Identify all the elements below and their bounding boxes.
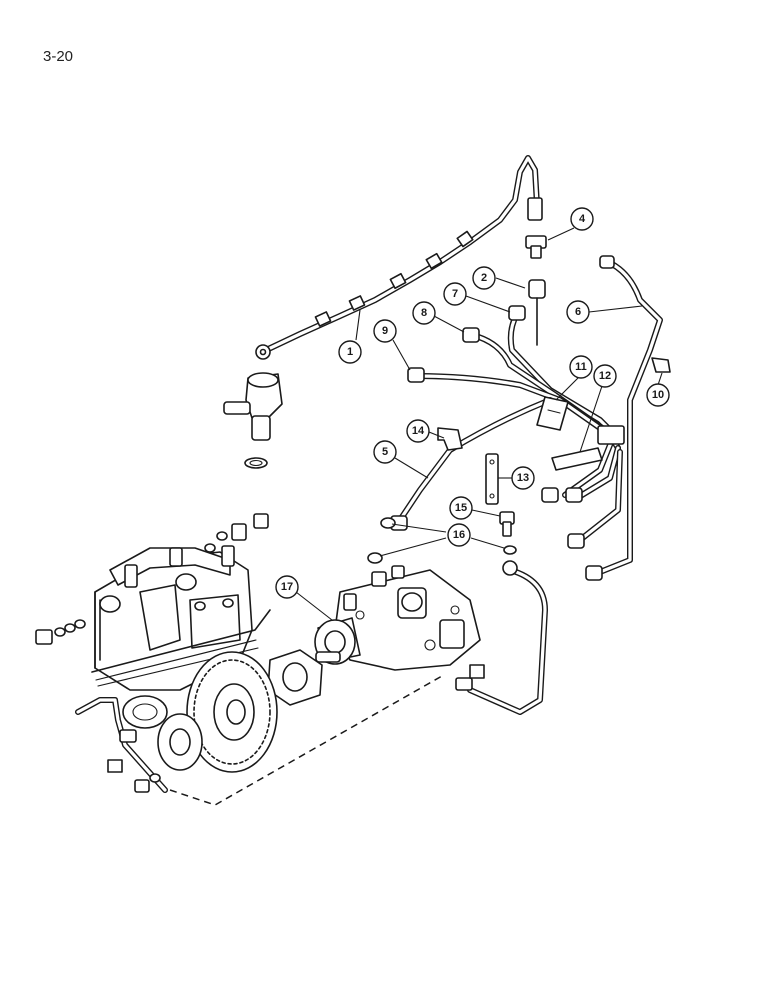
pump-gasket <box>267 649 323 706</box>
svg-text:1: 1 <box>347 346 353 358</box>
svg-text:6: 6 <box>575 306 581 318</box>
lower-feed-pipe <box>75 697 168 793</box>
callout-11: 11 <box>555 355 593 401</box>
callout-17: 17 <box>275 575 333 621</box>
bracket-plate <box>551 447 603 471</box>
callout-9: 9 <box>373 319 411 371</box>
callout-12: 12 <box>579 364 617 453</box>
callout-13: 13 <box>498 466 535 490</box>
svg-text:8: 8 <box>421 307 427 319</box>
callout-16: 16 <box>379 523 505 557</box>
svg-text:7: 7 <box>452 288 458 300</box>
banjo-bolt-lower <box>367 511 517 564</box>
svg-text:5: 5 <box>382 446 388 458</box>
callout-1: 1 <box>338 309 362 364</box>
injector <box>223 372 283 469</box>
svg-text:15: 15 <box>455 502 467 514</box>
dashed-route-line <box>169 675 443 806</box>
callout-10: 10 <box>646 372 670 407</box>
banjo-bolt <box>525 235 547 259</box>
injection-pipes <box>390 305 621 531</box>
callout-6: 6 <box>566 300 643 324</box>
clamp-plate <box>536 396 569 431</box>
injection-pump <box>314 565 481 671</box>
svg-text:4: 4 <box>579 213 586 225</box>
engine-housing <box>35 513 271 691</box>
return-pipe <box>455 560 548 715</box>
pump-delivery-pipes <box>541 425 625 549</box>
callout-8: 8 <box>412 301 465 333</box>
pipe-clip <box>437 427 463 451</box>
callout-4: 4 <box>547 207 594 241</box>
svg-text:12: 12 <box>599 370 611 382</box>
svg-text:17: 17 <box>281 581 293 593</box>
injection-pipe-long <box>585 255 671 581</box>
callout-15: 15 <box>449 496 501 520</box>
svg-text:11: 11 <box>575 361 587 373</box>
pipe-strap <box>485 453 499 505</box>
callout-7: 7 <box>443 282 511 313</box>
svg-text:14: 14 <box>412 425 425 437</box>
leak-off-pipe <box>255 155 543 360</box>
callout-14: 14 <box>406 419 445 443</box>
svg-text:10: 10 <box>652 389 664 401</box>
svg-text:16: 16 <box>453 529 465 541</box>
pump-drive-gear <box>122 651 278 773</box>
callout-2: 2 <box>472 266 526 290</box>
callout-5: 5 <box>373 440 429 479</box>
svg-text:2: 2 <box>481 272 487 284</box>
union-nut <box>528 279 546 346</box>
svg-text:9: 9 <box>382 325 388 337</box>
svg-text:13: 13 <box>517 472 529 484</box>
page-number: 3-20 <box>43 48 74 65</box>
